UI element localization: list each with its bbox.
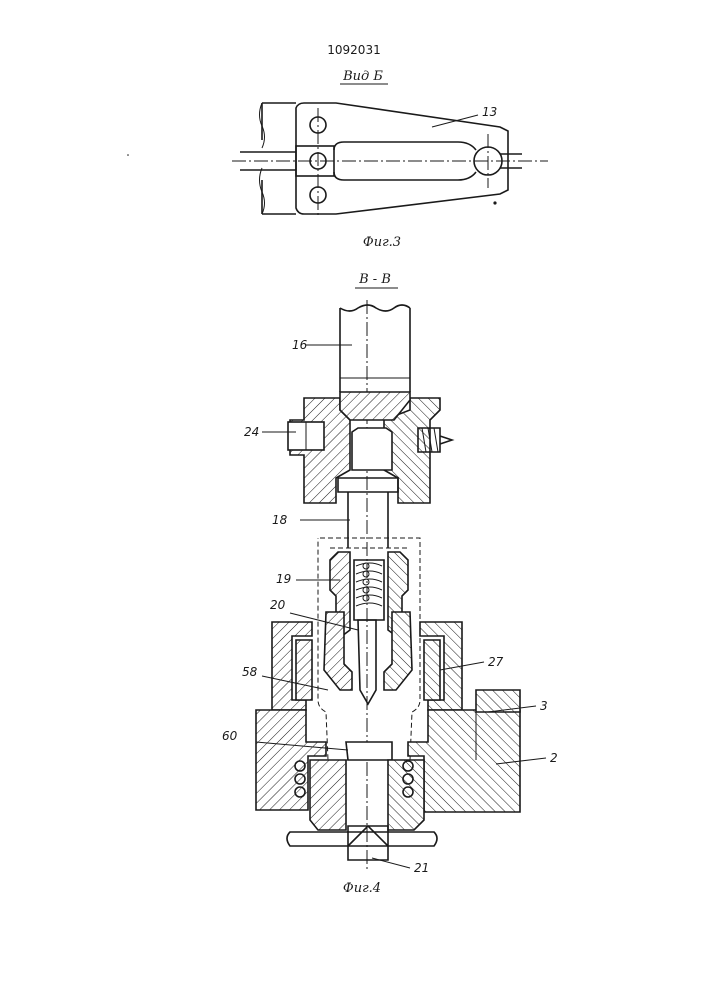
bore-insert-60	[346, 742, 392, 760]
section-vv-title: В - В	[358, 272, 391, 287]
label-16: 16	[292, 338, 308, 352]
view-b-title: Вид Б	[342, 69, 383, 84]
label-19: 19	[276, 572, 291, 586]
lower-hub	[310, 760, 346, 830]
column-16	[340, 305, 410, 392]
label-2: 2	[550, 751, 558, 765]
spring-19	[354, 560, 384, 620]
shaft-collar	[338, 478, 398, 492]
bracket-13	[296, 103, 508, 214]
rod-21	[348, 826, 388, 860]
label-13: 13	[482, 105, 497, 119]
label-27: 27	[488, 655, 504, 669]
label-21: 21	[414, 861, 429, 875]
leader-21	[372, 858, 410, 868]
figure-3-caption: Фиг.3	[363, 235, 401, 250]
shaft-18	[348, 492, 388, 548]
label-58: 58	[242, 665, 258, 679]
fig3-housing-outline	[262, 103, 296, 214]
label-18: 18	[272, 513, 288, 527]
label-3: 3	[540, 699, 548, 713]
shaft-head	[352, 428, 392, 470]
label-20: 20	[270, 598, 286, 612]
scan-speck	[127, 154, 129, 156]
figure-4-caption: Фиг.4	[343, 881, 381, 896]
leader-13	[432, 115, 478, 127]
figure-4: В - В 16 24 18	[222, 272, 558, 896]
label-24: 24	[244, 425, 259, 439]
label-60: 60	[222, 729, 238, 743]
lower-plate	[287, 832, 437, 846]
scan-speck	[493, 201, 496, 204]
bushing-inner-left	[296, 640, 312, 700]
bushing-inner-right	[424, 640, 440, 700]
figure-3: Вид Б 13 Фиг.3	[232, 69, 548, 250]
patent-number: 1092031	[327, 43, 380, 57]
